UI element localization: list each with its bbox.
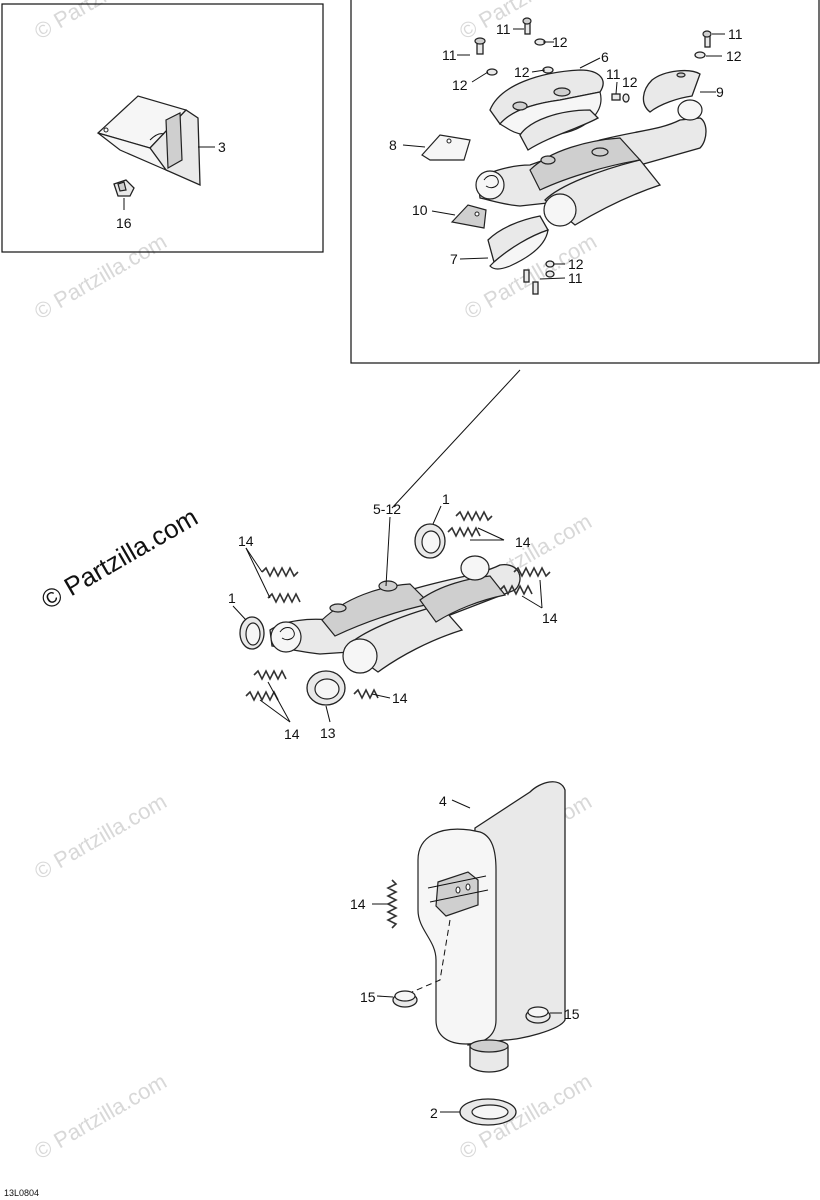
heat-shield-part-3 (96, 95, 201, 187)
leaders-bottom (372, 799, 562, 1113)
callout-14: 14 (515, 534, 531, 550)
heat-shield-part-10 (450, 204, 487, 229)
callout-14: 14 (238, 533, 254, 549)
gasket-part-13 (306, 670, 346, 706)
gasket-part-1-upper (414, 523, 446, 559)
heat-shield-part-7 (487, 215, 549, 270)
callout-10: 10 (412, 202, 428, 218)
callout-8: 8 (389, 137, 397, 153)
callout-9: 9 (716, 84, 724, 100)
watermark: © Partzilla.com (30, 1069, 171, 1165)
detail-box-shield-assembly (350, 0, 820, 364)
callout-12: 12 (452, 77, 468, 93)
callout-11: 11 (442, 47, 457, 63)
exhaust-pipe-box2 (475, 99, 707, 227)
gasket-part-1-left (239, 616, 265, 650)
watermark: © Partzilla.com (30, 0, 171, 44)
heat-shield-part-6 (489, 69, 604, 151)
callout-6: 6 (601, 49, 609, 65)
callout-12: 12 (514, 64, 530, 80)
callout-12: 12 (552, 34, 568, 50)
clip-part-16 (113, 179, 135, 197)
muffler-spring-part-14 (386, 879, 398, 929)
callout-11: 11 (496, 21, 511, 37)
callout-11: 11 (606, 66, 621, 82)
callout-14: 14 (284, 726, 300, 742)
callout-15: 15 (360, 989, 376, 1005)
leaders-middle (232, 505, 543, 723)
muffler-part-4 (411, 781, 566, 1073)
exhaust-pipe-assembly (269, 555, 521, 674)
callout-11: 11 (568, 270, 583, 286)
callout-13: 13 (320, 725, 336, 741)
leaders-box2 (402, 28, 725, 280)
grommet-part-15-left (392, 990, 418, 1008)
callout-7: 7 (450, 251, 458, 267)
heat-shield-part-8 (421, 134, 471, 161)
callout-11: 11 (728, 26, 743, 42)
callout-12: 12 (622, 74, 638, 90)
callout-14: 14 (350, 896, 366, 912)
screws-washers (474, 17, 712, 295)
watermark: © Partzilla.com (30, 229, 171, 325)
callout-12: 12 (726, 48, 742, 64)
detail-box-heat-shield (1, 3, 324, 253)
gasket-part-2 (459, 1098, 517, 1126)
heat-shield-part-9 (642, 69, 701, 113)
springs-part-14 (245, 510, 551, 702)
callout-12: 12 (568, 256, 584, 272)
watermark: © Partzilla.com (30, 789, 171, 885)
watermark-main: © Partzilla.com (36, 502, 203, 616)
reference-line (391, 369, 521, 509)
callout-14: 14 (392, 690, 408, 706)
callout-14: 14 (542, 610, 558, 626)
callout-5-12: 5-12 (373, 501, 401, 517)
callout-2: 2 (430, 1105, 438, 1121)
diagram-code: 13L0804 (4, 1188, 39, 1198)
callout-1: 1 (228, 590, 236, 606)
callout-16: 16 (116, 215, 132, 231)
callout-1: 1 (442, 491, 450, 507)
callout-15: 15 (564, 1006, 580, 1022)
callout-4: 4 (439, 793, 447, 809)
grommet-part-15-right (525, 1006, 551, 1024)
callout-3: 3 (218, 139, 226, 155)
